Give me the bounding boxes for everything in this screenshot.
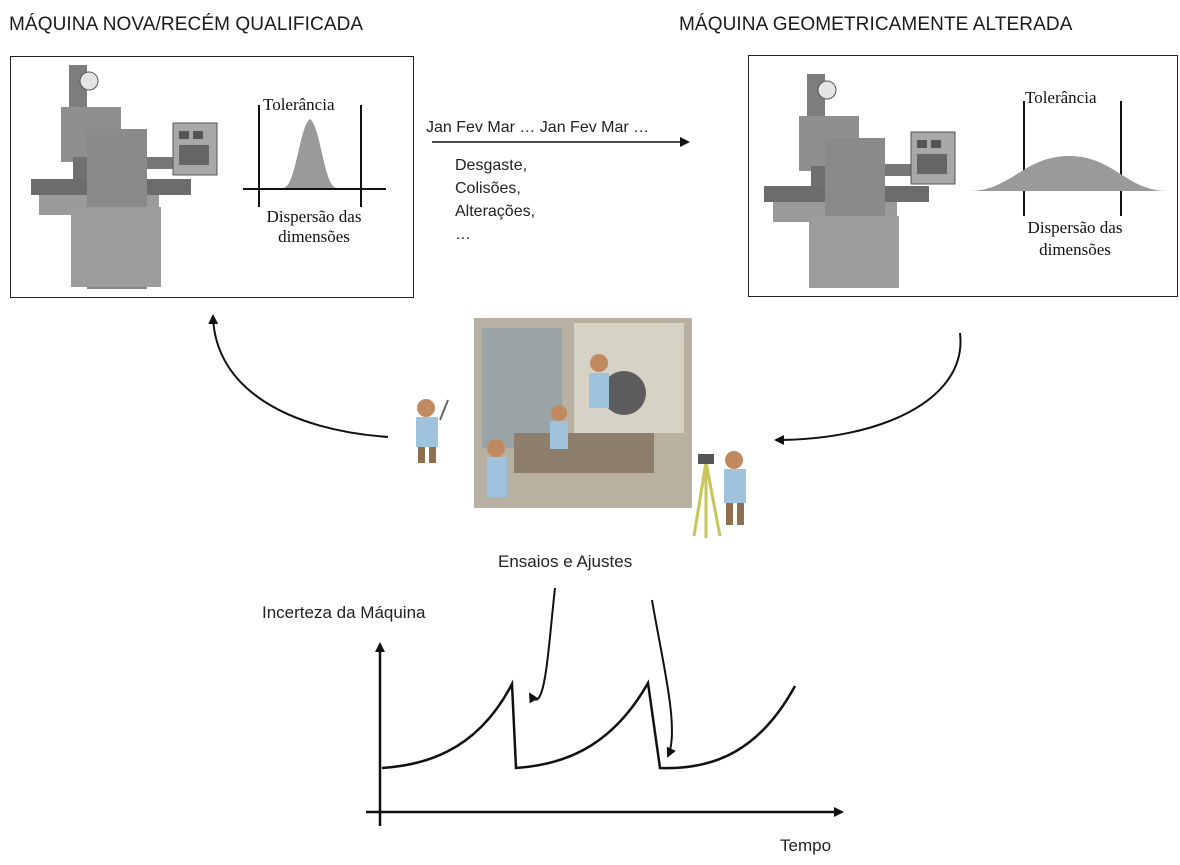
right-machine-panel: Tolerância Dispersão das dimensões bbox=[748, 55, 1178, 297]
y-axis-label: Incerteza da Máquina bbox=[262, 603, 426, 622]
left-machine-panel: Tolerância Dispersão das dimensões bbox=[10, 56, 414, 298]
milling-machine-icon bbox=[31, 65, 218, 289]
right-tolerance-label: Tolerância bbox=[1025, 88, 1097, 107]
x-axis-label: Tempo bbox=[780, 836, 832, 855]
left-panel-title: MÁQUINA NOVA/RECÉM QUALIFICADA bbox=[9, 14, 364, 35]
milling-machine-illustration bbox=[31, 65, 386, 289]
workshop-photo bbox=[474, 318, 692, 508]
return-arrow-right bbox=[774, 332, 962, 445]
cause-item: Alterações, bbox=[455, 203, 536, 220]
right-dispersion-label-line1: Dispersão das bbox=[1027, 218, 1123, 237]
timeline-label: Jan Fev Mar … Jan Fev Mar … bbox=[426, 119, 650, 136]
causes-list: Desgaste, Colisões, Alterações, … bbox=[455, 154, 535, 246]
left-dispersion-label-line1: Dispersão das bbox=[266, 207, 362, 226]
milling-machine-icon bbox=[764, 74, 956, 288]
right-dispersion-label-line2: dimensões bbox=[1039, 240, 1111, 259]
adjustment-arrow-1 bbox=[528, 587, 556, 704]
technician-right-icon bbox=[692, 451, 746, 538]
center-caption: Ensaios e Ajustes bbox=[498, 552, 633, 571]
left-dispersion-label-line2: dimensões bbox=[278, 227, 350, 246]
technician-left-icon bbox=[416, 399, 449, 463]
wide-distribution-plot bbox=[969, 101, 1167, 216]
return-arrow-left bbox=[208, 314, 389, 438]
workshop-scene bbox=[474, 318, 692, 508]
cause-item: Desgaste, bbox=[455, 157, 528, 174]
uncertainty-curve bbox=[381, 679, 797, 770]
cause-item: … bbox=[455, 226, 471, 243]
adjustment-arrow-2 bbox=[651, 599, 676, 758]
cause-item: Colisões, bbox=[455, 180, 521, 197]
narrow-distribution-plot bbox=[243, 105, 386, 207]
left-tolerance-label: Tolerância bbox=[263, 95, 335, 114]
milling-machine-illustration-altered bbox=[764, 74, 1167, 288]
right-panel-title: MÁQUINA GEOMETRICAMENTE ALTERADA bbox=[679, 14, 1073, 35]
